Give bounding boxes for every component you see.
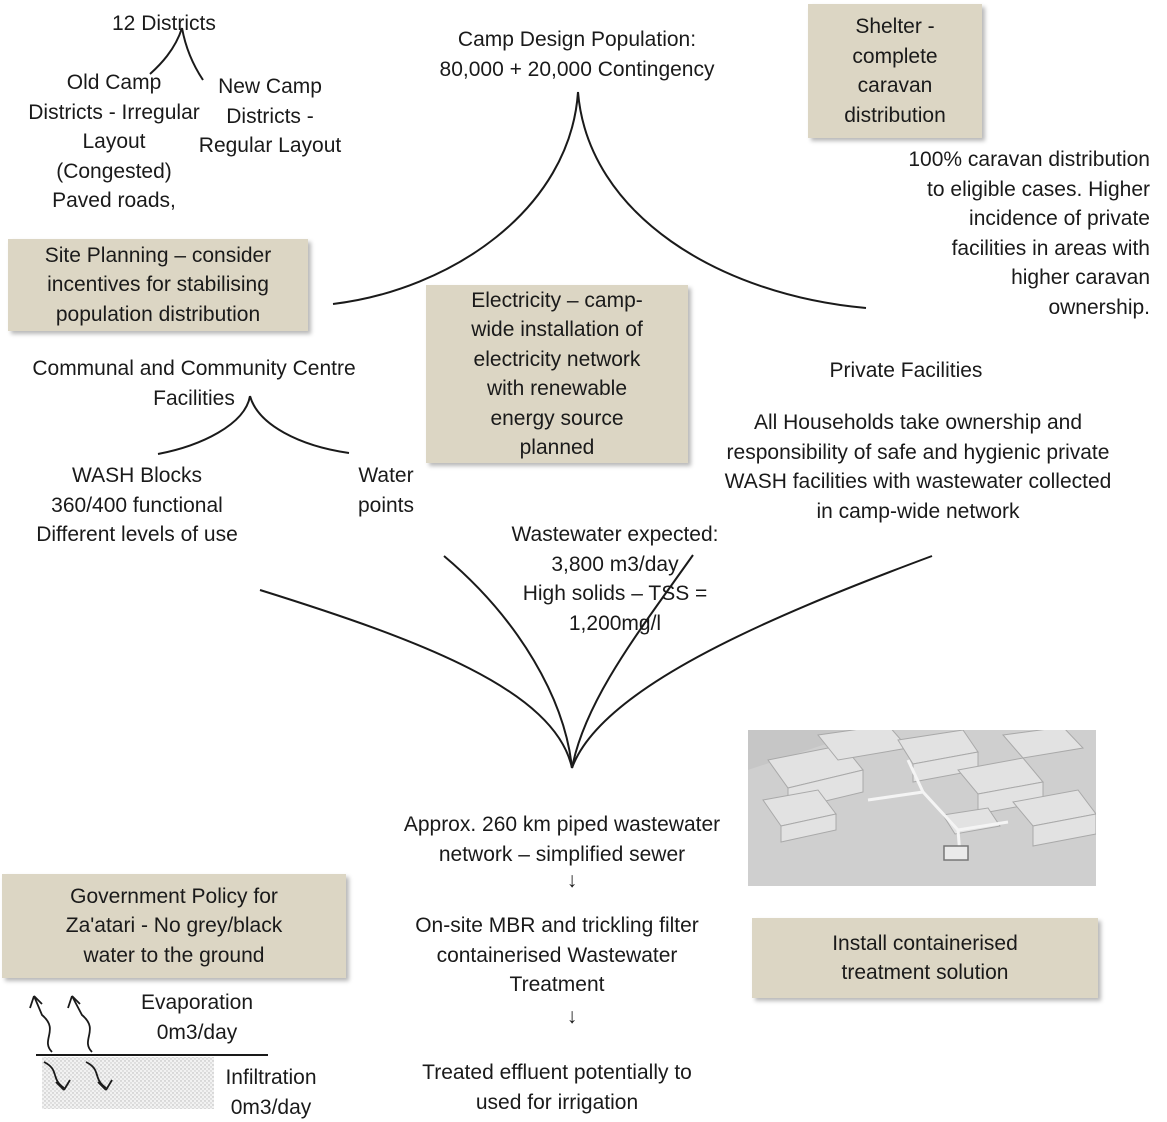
flow-line-water (443, 555, 573, 769)
evaporation-text: Evaporation 0m3/day (140, 991, 254, 1044)
piped-network-text: Approx. 260 km piped wastewater network … (403, 813, 721, 866)
flow-line-private (571, 555, 933, 769)
government-policy-box: Government Policy for Za'atari - No grey… (2, 874, 346, 978)
districts-branch-left (149, 27, 183, 75)
electricity-box: Electricity – camp- wide installation of… (426, 285, 688, 463)
communal-facilities-text: Communal and Community Centre Facilities (32, 357, 356, 410)
site-planning-box: Site Planning – consider incentives for … (8, 239, 308, 331)
private-facilities-description: All Households take ownership and respon… (724, 411, 1112, 523)
flow-line-wastewater (571, 554, 694, 769)
treated-effluent-text: Treated effluent potentially to used for… (422, 1061, 692, 1114)
communal-branch-left (157, 395, 251, 455)
install-treatment-box: Install containerised treatment solution (752, 918, 1098, 998)
sewer-network-render-image (748, 730, 1096, 886)
evaporation-arrow-1 (33, 995, 53, 1053)
camp-population-text: Camp Design Population: 80,000 + 20,000 … (439, 28, 715, 81)
evaporation-arrow-2 (71, 995, 93, 1053)
arrow-down-icon: ↓ (566, 1005, 578, 1028)
new-camp-districts-text: New Camp Districts - Regular Layout (198, 75, 342, 157)
infiltration-text: Infiltration 0m3/day (225, 1066, 317, 1119)
districts-title: 12 Districts (112, 12, 216, 35)
arrow-down-icon: ↓ (566, 869, 578, 892)
wastewater-expected-text: Wastewater expected: 3,800 m3/day High s… (511, 523, 719, 635)
old-camp-districts-text: Old Camp Districts - Irregular Layout (C… (28, 71, 200, 212)
soil-area (42, 1057, 214, 1109)
shelter-box: Shelter - complete caravan distribution (808, 4, 982, 138)
top-branch-right (577, 91, 867, 309)
water-points-text: Water points (357, 464, 415, 517)
infiltration-arrow-1 (43, 1061, 65, 1089)
flow-line-wash (259, 589, 573, 769)
top-branch-left (332, 91, 579, 305)
private-facilities-title: Private Facilities (829, 359, 983, 382)
caravan-distribution-note: 100% caravan distribution to eligible ca… (908, 148, 1150, 319)
treatment-text: On-site MBR and trickling filter contain… (415, 914, 699, 996)
communal-branch-right (249, 395, 350, 454)
wash-blocks-text: WASH Blocks 360/400 functional Different… (36, 464, 238, 546)
districts-branch-right (181, 27, 204, 81)
infiltration-arrow-2 (85, 1061, 107, 1089)
